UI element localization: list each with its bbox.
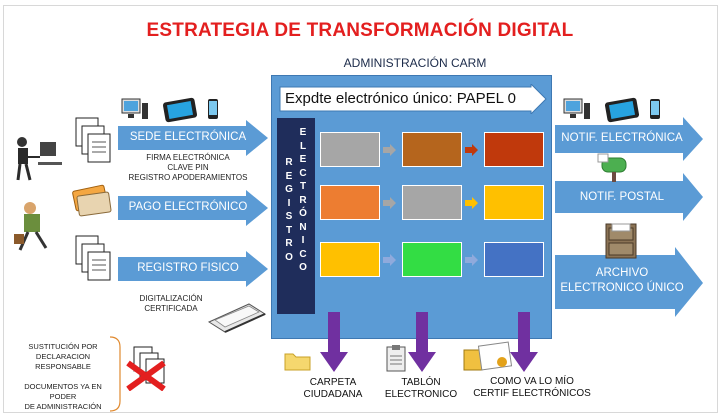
documents-icon <box>75 117 111 163</box>
folder-icon <box>284 353 311 371</box>
left-icons <box>14 117 112 281</box>
carpeta-label: CARPETA CIUDADANA <box>292 377 374 401</box>
pago-electronico-label: PAGO ELECTRÓNICO <box>128 201 248 213</box>
electronico-word: E L E C T R Ó N I C O <box>299 127 307 273</box>
process-tile-r3-c3 <box>484 242 544 277</box>
sustitucion-line: RESPONSABLE <box>35 362 91 371</box>
sede-electronica-label: SEDE ELECTRÓNICA <box>129 131 247 143</box>
desktop-computer-icon <box>121 98 148 119</box>
bracket-icon <box>109 336 121 412</box>
expdte-text: Expdte electrónico único: PAPEL 0 <box>285 90 516 107</box>
process-tile-r3-c1 <box>320 242 380 277</box>
registro-fisico-arrow-shape <box>118 251 268 287</box>
tile-arrow-icon <box>383 197 396 209</box>
documents-icon <box>75 235 111 281</box>
down-arrow-carpeta <box>320 312 348 372</box>
down-arrow-comova <box>510 312 538 372</box>
tile-arrow-icon <box>383 144 396 156</box>
sustitucion-line: DE ADMINISTRACIÓN <box>24 402 102 411</box>
sede-note: CLAVE PIN <box>167 163 209 172</box>
credit-cards-icon <box>72 184 112 217</box>
notif-postal-arrow-shape <box>555 173 703 221</box>
sede-notes: FIRMA ELECTRÓNICA CLAVE PIN REGISTRO APO… <box>120 153 256 183</box>
comova-line: CERTIF ELECTRÓNICOS <box>473 388 591 399</box>
tile-arrow-icon <box>465 254 478 266</box>
devices-left-icons <box>121 97 218 123</box>
clipboard-icon <box>386 345 406 372</box>
tablon-label: TABLÓN ELECTRONICO <box>380 377 462 401</box>
sede-note: REGISTRO APODERAMIENTOS <box>128 173 248 182</box>
sustitucion-line: SUSTITUCIÓN POR <box>28 342 98 351</box>
tile-arrow-icon <box>465 144 478 156</box>
page-title: ESTRATEGIA DE TRANSFORMACIÓN DIGITAL <box>146 20 574 41</box>
diagram-frame <box>3 5 718 413</box>
certificates-icon <box>463 341 513 371</box>
archivo-line: ELECTRONICO ÚNICO <box>560 282 684 294</box>
registro-word: R E G I S T R O <box>285 157 293 263</box>
process-tile-r1-c2 <box>402 132 462 167</box>
tablon-line: TABLÓN <box>401 377 441 388</box>
notif-postal-label: NOTIF. POSTAL <box>579 191 665 203</box>
person-running-icon <box>14 202 48 251</box>
expdte-arrow-shape <box>279 84 547 114</box>
notif-electronica-arrow-shape <box>555 117 703 161</box>
crossed-documents-icon <box>126 346 166 391</box>
sede-note: FIRMA ELECTRÓNICA <box>146 153 230 162</box>
process-tile-r1-c3 <box>484 132 544 167</box>
archivo-label: ARCHIVO ELECTRONICO ÚNICO <box>557 266 687 296</box>
filing-cabinet-icon <box>605 223 637 259</box>
sustitucion-line: DOCUMENTOS YA EN PODER <box>24 382 102 401</box>
process-tile-r2-c2 <box>402 185 462 220</box>
sede-arrow-shape <box>118 120 268 156</box>
down-arrows <box>320 312 538 372</box>
digitalizacion-line: CERTIFICADA <box>144 304 198 313</box>
scanner-icon <box>207 303 267 333</box>
tablet-icon <box>604 97 640 123</box>
archivo-line: ARCHIVO <box>595 267 649 279</box>
process-tile-r2-c1 <box>320 185 380 220</box>
right-arrows <box>555 117 703 317</box>
smartphone-icon <box>208 99 218 119</box>
sustitucion-line: DECLARACION <box>35 352 91 361</box>
devices-right-icons <box>563 97 660 123</box>
process-tile-r1-c1 <box>320 132 380 167</box>
left-arrows <box>118 120 268 287</box>
registro-electronico-bar: R E G I S T R O E L E C T R Ó N I C O <box>277 118 315 314</box>
process-tile-r2-c3 <box>484 185 544 220</box>
registro-fisico-label: REGISTRO FISICO <box>137 262 239 274</box>
carpeta-line: CARPETA <box>309 377 357 388</box>
digitalizacion-note: DIGITALIZACIÓN CERTIFICADA <box>130 294 212 314</box>
desktop-computer-icon <box>563 98 590 119</box>
comova-line: COMO VA LO MÍO <box>490 376 574 387</box>
tile-arrow-icon <box>465 197 478 209</box>
sustitucion-note: SUSTITUCIÓN POR DECLARACION RESPONSABLE … <box>14 342 112 412</box>
process-tile-r3-c2 <box>402 242 462 277</box>
tile-arrow-icon <box>383 254 396 266</box>
expdte-arrow: Expdte electrónico único: PAPEL 0 <box>279 84 547 114</box>
sustitucion-spacer <box>14 372 112 382</box>
tablet-icon <box>162 97 198 123</box>
smartphone-icon <box>650 99 660 119</box>
pago-arrow-shape <box>118 190 268 226</box>
tablon-line: ELECTRONICO <box>384 389 458 400</box>
person-at-computer-icon <box>16 137 62 181</box>
digitalizacion-line: DIGITALIZACIÓN <box>139 294 203 303</box>
archivo-arrow-shape <box>555 247 703 317</box>
notif-electronica-label: NOTIF. ELECTRÓNICA <box>561 132 683 144</box>
comova-label: COMO VA LO MÍO CERTIF ELECTRÓNICOS <box>462 376 602 400</box>
carpeta-line: CIUDADANA <box>303 389 363 400</box>
mailbox-icon <box>597 153 627 182</box>
down-arrow-tablon <box>408 312 436 372</box>
admin-label: ADMINISTRACIÓN CARM <box>343 56 487 70</box>
